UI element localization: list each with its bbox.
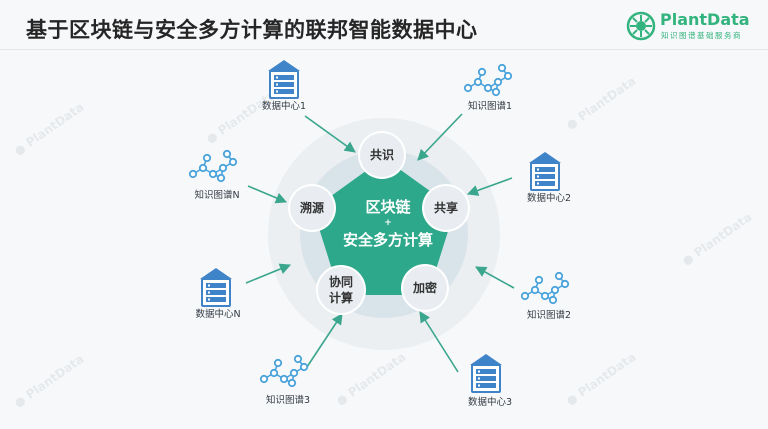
logo-name: PlantData	[660, 10, 750, 29]
center-line-2: 安全多方计算	[342, 231, 433, 249]
knowledge-graph-icon	[463, 63, 513, 97]
bubble-share: 共享	[424, 186, 468, 230]
label-kg3: 知识图谱3	[265, 395, 311, 406]
arrow-dc2	[466, 177, 513, 196]
arrow-kg1	[417, 113, 463, 161]
server-icon	[267, 59, 301, 99]
label-kg1: 知识图谱1	[467, 101, 513, 112]
knowledge-graph-icon	[259, 354, 309, 388]
bubble-consensus: 共识	[360, 133, 404, 177]
arrow-dc3	[419, 311, 459, 373]
bubble-collab-compute: 协同计算	[318, 267, 364, 313]
center-plus: +	[384, 218, 392, 228]
bubble-collab-label: 协同计算	[328, 275, 353, 305]
center-pentagon	[313, 158, 455, 295]
label-dc1: 数据中心1	[261, 101, 307, 112]
knowledge-graph-icon	[520, 271, 570, 305]
server-icon	[469, 353, 503, 393]
arrow-kg3	[304, 313, 343, 371]
logo-tagline: 知识图谱基础服务商	[661, 31, 742, 40]
connector-arrows	[245, 113, 515, 373]
label-dc2: 数据中心2	[526, 193, 572, 204]
bubble-encrypt: 加密	[403, 266, 447, 310]
center-line-1: 区块链	[365, 198, 411, 216]
plantdata-logo: PlantData 知识图谱基础服务商	[626, 10, 754, 44]
title-divider	[0, 49, 768, 50]
plantdata-logo-icon	[626, 11, 656, 41]
server-icon	[528, 151, 562, 191]
label-dcn: 数据中心N	[195, 309, 241, 320]
label-kgn: 知识图谱N	[194, 190, 240, 201]
label-kg2: 知识图谱2	[526, 310, 572, 321]
knowledge-graph-icon	[188, 149, 238, 183]
arrow-kgn	[247, 185, 288, 204]
server-icon	[199, 267, 233, 307]
arrow-kg2	[475, 266, 515, 289]
arrow-dc1	[304, 115, 356, 153]
bubble-trace: 溯源	[290, 186, 334, 230]
page-title: 基于区块链与安全多方计算的联邦智能数据中心	[26, 18, 478, 42]
center-label: 区块链 + 安全多方计算	[318, 196, 458, 250]
arrow-dcn	[245, 263, 292, 284]
label-dc3: 数据中心3	[467, 397, 513, 408]
